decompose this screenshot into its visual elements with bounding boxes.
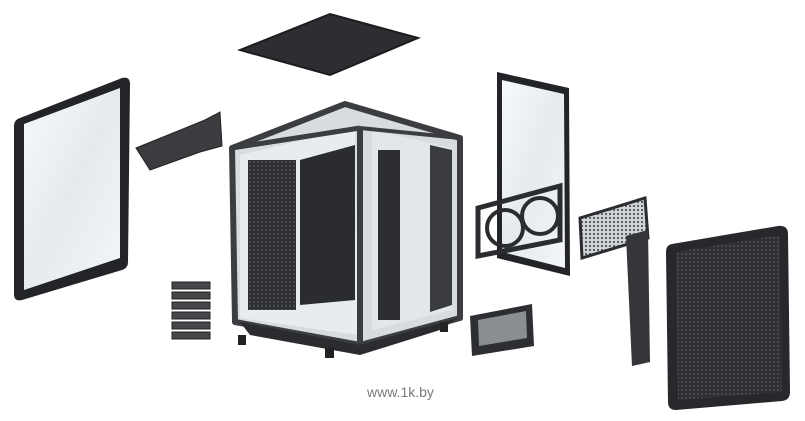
left-glass-panel — [14, 77, 130, 301]
top-panel — [236, 12, 422, 77]
watermark: www.1k.by — [367, 384, 434, 400]
mesh-side-panel — [666, 225, 790, 410]
right-glass-panel — [497, 72, 570, 276]
fan-bracket — [475, 182, 563, 260]
main-chassis — [229, 101, 463, 358]
pci-slot-covers — [171, 281, 211, 340]
mesh-bracket — [578, 196, 650, 366]
drive-cage — [470, 304, 534, 356]
front-bracket — [135, 111, 223, 171]
